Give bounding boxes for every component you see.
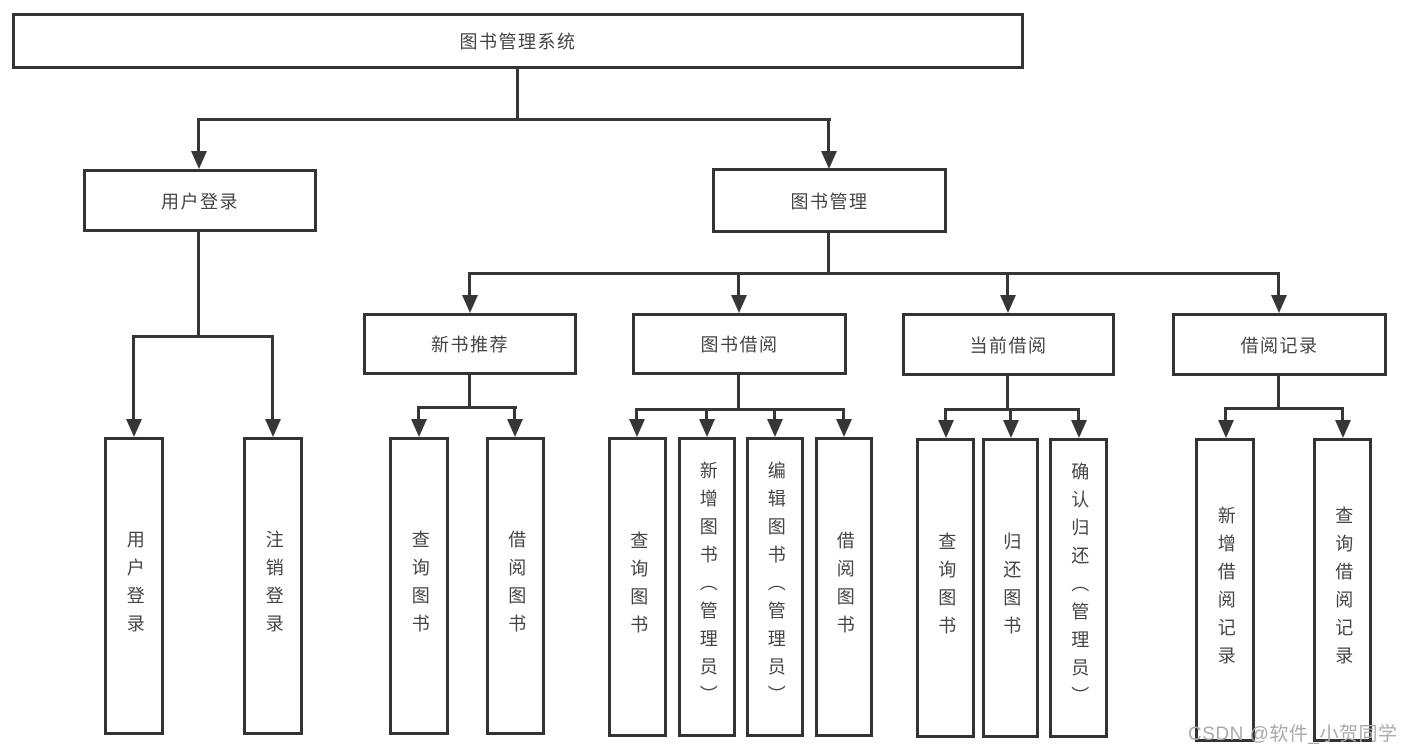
node-label: 借阅图书	[506, 530, 527, 642]
arrow-down-icon	[462, 295, 478, 313]
connector-line	[944, 408, 947, 422]
leaf-edit-books-admin: 编辑图书（管理员）	[746, 437, 804, 737]
node-label: 用户登录	[124, 530, 145, 642]
node-label: 查询图书	[409, 530, 430, 642]
node-label: 新书推荐	[431, 335, 509, 355]
connector-line	[417, 406, 517, 409]
connector-line	[516, 69, 519, 118]
connector-line	[1277, 272, 1280, 297]
arrow-down-icon	[1071, 420, 1087, 438]
connector-line	[468, 375, 471, 406]
node-borrowing-records: 借阅记录	[1172, 313, 1387, 376]
csdn-watermark: CSDN @软件_小贺同学	[1188, 724, 1398, 745]
node-book-borrowing: 图书借阅	[632, 313, 847, 375]
connector-line	[197, 118, 831, 121]
leaf-confirm-return-admin: 确认归还（管理员）	[1049, 438, 1108, 738]
connector-line	[1224, 407, 1227, 422]
leaf-logout: 注销登录	[243, 437, 303, 735]
connector-line	[944, 408, 1080, 411]
node-label: 图书管理	[790, 191, 869, 212]
arrow-down-icon	[821, 151, 837, 169]
node-label: 查询借阅记录	[1333, 506, 1354, 674]
arrow-down-icon	[1271, 295, 1287, 313]
arrow-down-icon	[767, 419, 783, 437]
node-label: 图书管理系统	[459, 32, 577, 52]
connector-line	[417, 406, 420, 421]
connector-line	[1009, 408, 1012, 422]
leaf-add-borrow-record: 新增借阅记录	[1195, 438, 1255, 742]
leaf-user-login: 用户登录	[104, 437, 164, 735]
leaf-query-borrow-record: 查询借阅记录	[1313, 438, 1372, 742]
leaf-query-books-current: 查询图书	[916, 438, 975, 738]
leaf-query-books-recommend: 查询图书	[389, 437, 449, 735]
connector-line	[827, 118, 830, 154]
connector-line	[1006, 376, 1009, 408]
arrow-down-icon	[731, 295, 747, 313]
arrow-down-icon	[1335, 420, 1351, 438]
leaf-borrow-books: 借阅图书	[815, 437, 873, 737]
connector-line	[132, 335, 274, 338]
node-label: 新增借阅记录	[1215, 506, 1236, 674]
node-user-login: 用户登录	[83, 169, 317, 232]
node-book-management: 图书管理	[712, 168, 947, 233]
node-label: 借阅图书	[834, 531, 855, 643]
leaf-borrow-books-recommend: 借阅图书	[486, 437, 545, 735]
node-label: 查询图书	[628, 531, 649, 643]
connector-line	[635, 408, 638, 421]
node-label: 归还图书	[1001, 532, 1022, 644]
connector-line	[468, 272, 1280, 275]
arrow-down-icon	[507, 419, 523, 437]
node-label: 当前借阅	[969, 335, 1048, 356]
arrow-down-icon	[938, 420, 954, 438]
connector-line	[1006, 272, 1009, 297]
node-label: 确认归还（管理员）	[1069, 462, 1090, 714]
connector-line	[1077, 408, 1080, 422]
arrow-down-icon	[699, 419, 715, 437]
connector-line	[705, 408, 708, 421]
leaf-return-books: 归还图书	[982, 438, 1039, 738]
connector-line	[1277, 376, 1280, 407]
connector-line	[271, 335, 274, 421]
node-new-book-recommend: 新书推荐	[363, 313, 577, 375]
node-label: 查询图书	[936, 532, 957, 644]
connector-line	[197, 232, 200, 335]
node-label: 编辑图书（管理员）	[765, 461, 786, 713]
arrow-down-icon	[1003, 420, 1019, 438]
connector-line	[1341, 407, 1344, 422]
arrow-down-icon	[265, 419, 281, 437]
connector-line	[773, 408, 776, 421]
connector-line	[737, 272, 740, 297]
connector-line	[737, 375, 740, 408]
connector-line	[468, 272, 471, 297]
arrow-down-icon	[191, 151, 207, 169]
leaf-query-books-borrowing: 查询图书	[608, 437, 667, 737]
connector-line	[197, 118, 200, 154]
node-label: 新增图书（管理员）	[697, 461, 718, 713]
connector-line	[827, 233, 830, 272]
arrow-down-icon	[629, 419, 645, 437]
arrow-down-icon	[1218, 420, 1234, 438]
node-label: 借阅记录	[1240, 335, 1319, 356]
connector-line	[842, 408, 845, 421]
node-label: 注销登录	[263, 530, 284, 642]
arrow-down-icon	[836, 419, 852, 437]
node-current-borrowing: 当前借阅	[902, 313, 1115, 376]
arrow-down-icon	[411, 419, 427, 437]
connector-line	[132, 335, 135, 421]
node-library-management-system: 图书管理系统	[12, 13, 1024, 69]
connector-line	[635, 408, 845, 411]
node-label: 图书借阅	[700, 335, 779, 355]
connector-line	[513, 406, 516, 421]
leaf-add-books-admin: 新增图书（管理员）	[678, 437, 736, 737]
arrow-down-icon	[126, 419, 142, 437]
connector-line	[1224, 407, 1344, 410]
node-label: 用户登录	[161, 191, 239, 212]
arrow-down-icon	[1000, 295, 1016, 313]
